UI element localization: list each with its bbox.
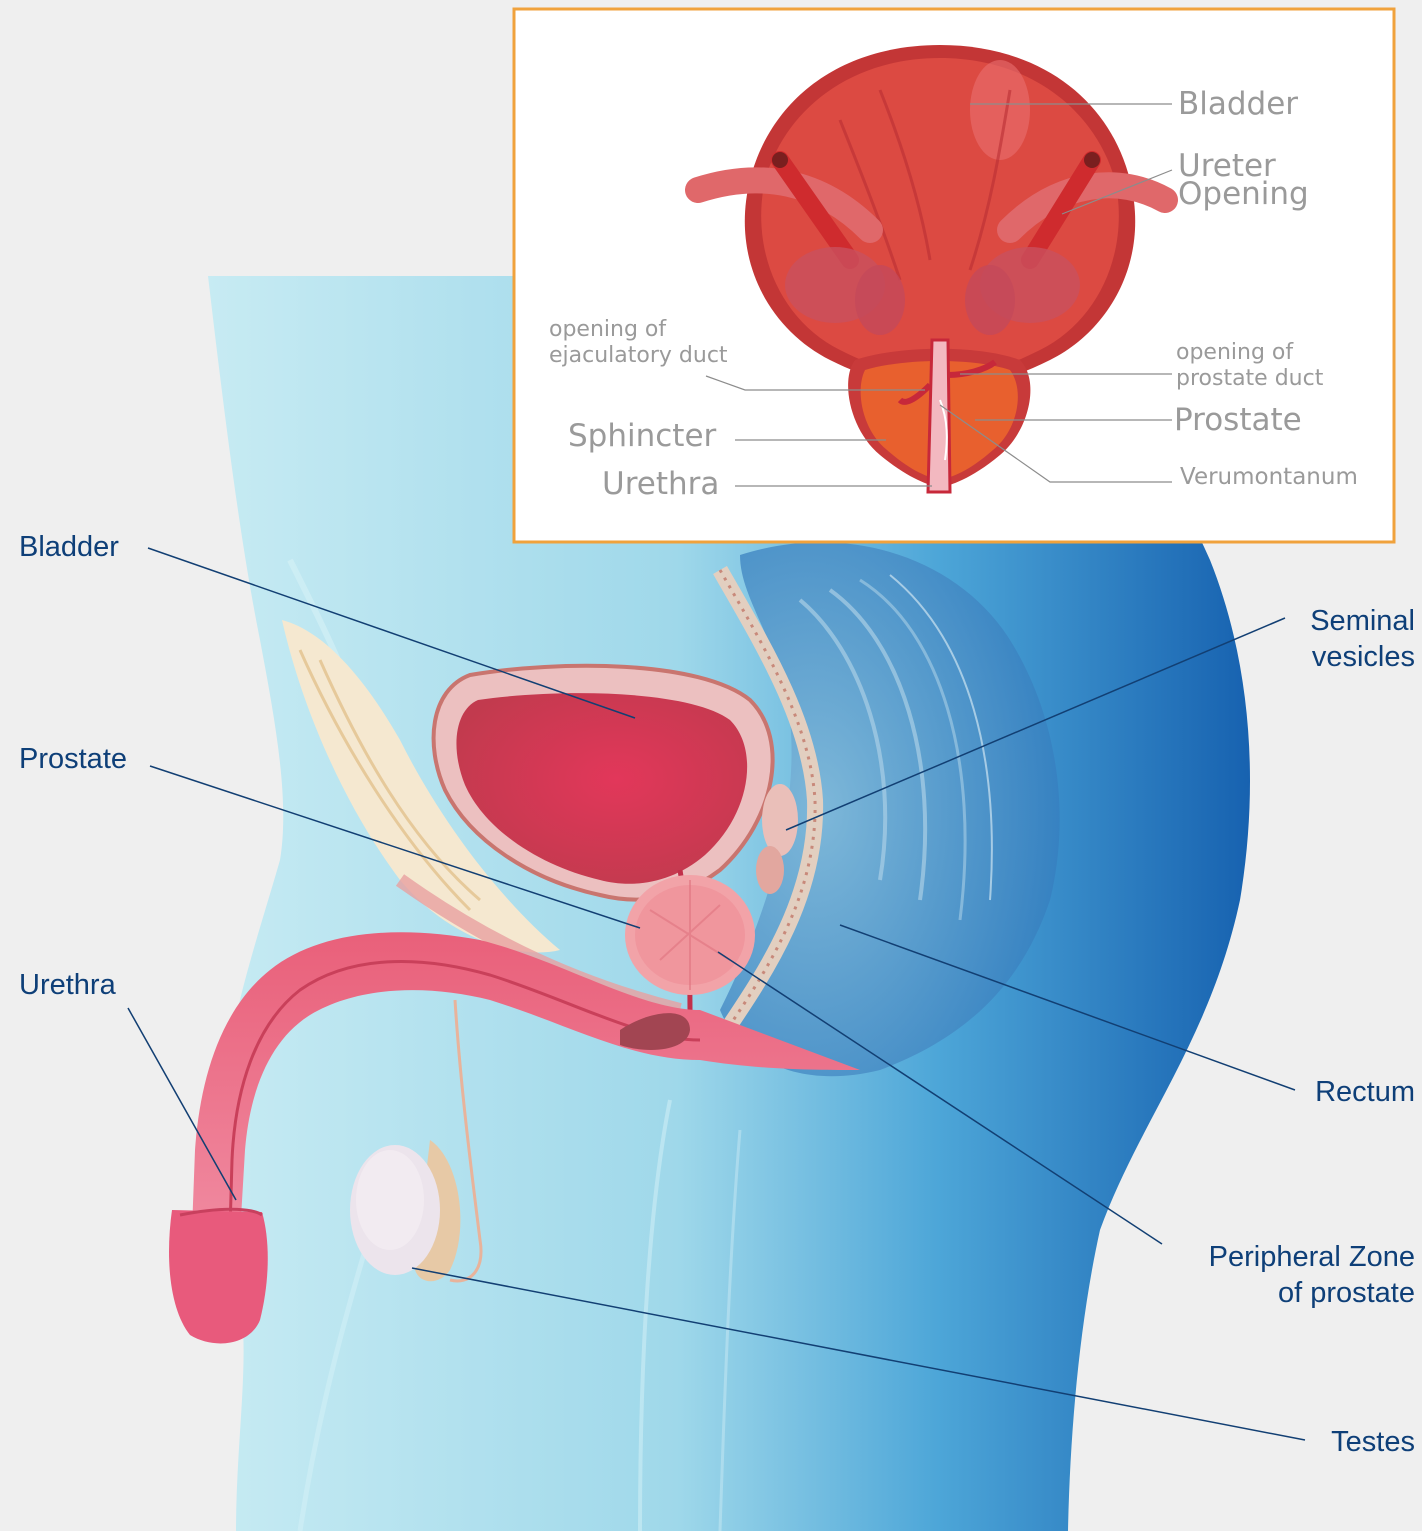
inset-label-prostate: Prostate (1174, 404, 1302, 437)
label-urethra: Urethra (19, 968, 116, 1002)
inset-label-prostate-duct-line1: opening of (1176, 340, 1293, 365)
inset-label-verumontanum: Verumontanum (1180, 464, 1358, 490)
label-seminal-vesicles-line2: vesicles (1312, 640, 1415, 674)
label-rectum: Rectum (1315, 1075, 1415, 1109)
inset-label-urethra: Urethra (602, 468, 719, 501)
label-peripheral-zone-line2: of prostate (1278, 1276, 1415, 1310)
label-seminal-vesicles-line1: Seminal (1310, 604, 1415, 638)
inset-label-ejaculatory-duct-line2: ejaculatory duct (549, 343, 728, 368)
inset-label-bladder: Bladder (1178, 88, 1298, 121)
inset-label-ejaculatory-duct-line1: opening of (549, 317, 666, 342)
label-testes: Testes (1331, 1425, 1415, 1459)
label-peripheral-zone-line1: Peripheral Zone (1209, 1240, 1415, 1274)
prostate (625, 875, 755, 995)
label-prostate: Prostate (19, 742, 127, 776)
label-bladder: Bladder (19, 530, 119, 564)
inset-label-ureter-opening-line2: Opening (1178, 178, 1309, 211)
inset-label-prostate-duct-line2: prostate duct (1176, 366, 1323, 391)
inset-label-sphincter: Sphincter (568, 420, 716, 453)
